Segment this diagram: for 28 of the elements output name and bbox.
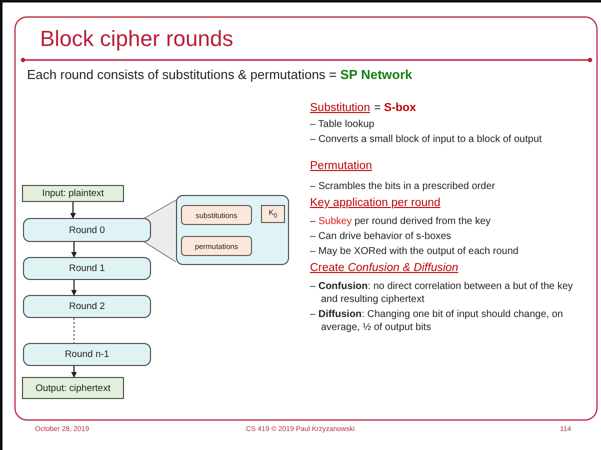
zoom-line xyxy=(142,200,176,220)
io-box: Output: ciphertext xyxy=(22,377,124,399)
arrow xyxy=(71,242,77,258)
zoom-line xyxy=(142,240,176,262)
panel-box xyxy=(176,195,289,265)
bullet-text: – Subkey per round derived from the key xyxy=(310,215,492,228)
heading-text: = S-box xyxy=(374,102,416,115)
intro-text: Each round consists of substitutions & permutations = SP Network xyxy=(27,67,414,83)
round-box: Round 1 xyxy=(23,257,151,280)
section-heading: Permutation xyxy=(310,160,372,173)
arrow xyxy=(71,366,77,378)
bullet-text: – Converts a small block of input to a block of output xyxy=(310,133,543,146)
bullet-text: – Confusion: no direct correlation between a but of the key and resulting ciphertext xyxy=(310,280,574,306)
arrow xyxy=(71,280,77,296)
bullet-text: – Can drive behavior of s-boxes xyxy=(310,230,452,243)
slide-title: Block cipher rounds xyxy=(40,26,234,52)
bullet-text: – May be XORed with the output of each round xyxy=(310,245,520,258)
bullet-text: – Table lookup xyxy=(310,118,376,131)
io-box: Input: plaintext xyxy=(22,185,124,202)
round-box: Round n-1 xyxy=(23,343,151,366)
section-heading: Key application per round xyxy=(310,197,440,210)
round-box: Round 2 xyxy=(23,295,151,318)
section-heading: Create Confusion & Diffusion xyxy=(310,262,458,275)
arrow xyxy=(70,202,76,219)
round-box: Round 0 xyxy=(23,218,151,242)
bullet-text: – Diffusion: Changing one bit of input should change, on average, ½ of output bits xyxy=(310,308,564,334)
bullet-text: – Scrambles the bits in a prescribed order xyxy=(310,180,496,193)
section-heading: Substitution xyxy=(310,102,370,115)
